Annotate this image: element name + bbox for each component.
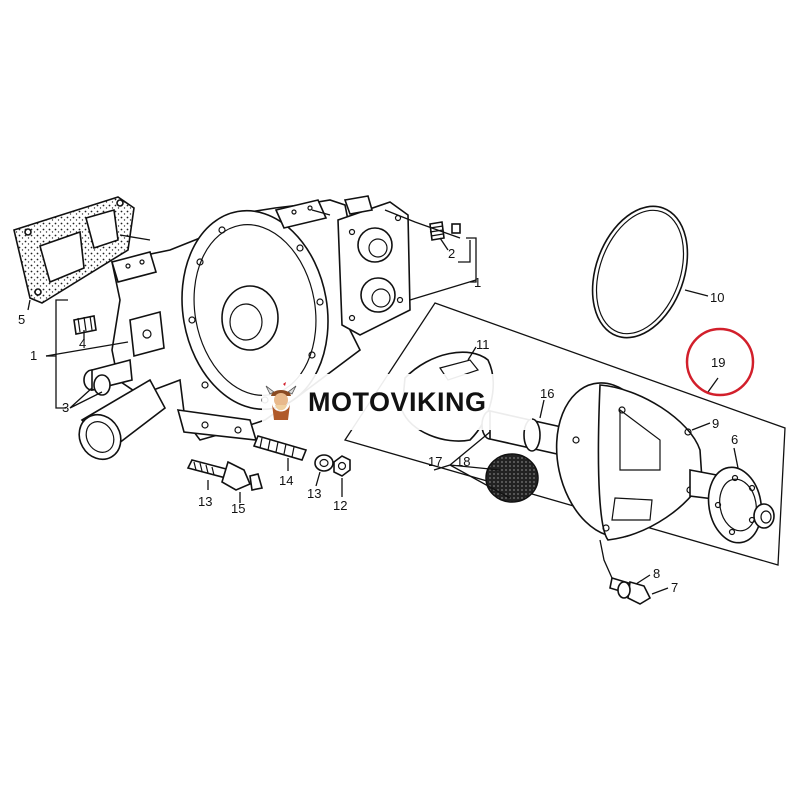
fitting-part-4 [73,315,97,335]
callout-16: 16 [540,386,554,401]
callout-10: 10 [710,290,724,305]
callout-2: 2 [448,246,455,261]
leader-lines [27,209,739,595]
gasket-part-5 [13,196,135,304]
callout-3: 3 [62,400,69,415]
highlight-ring [685,327,755,397]
callout-13-left: 13 [198,494,212,509]
callout-13-right: 13 [307,486,321,501]
plug-part-2 [429,221,461,241]
callout-11: 11 [476,337,490,352]
nut-part-12 [333,455,351,477]
callout-6: 6 [731,432,738,447]
pump-body-part-9 [555,382,723,541]
stud-part-14 [252,435,308,461]
callout-17: 17 [428,454,442,469]
callout-labels: 5 1 4 3 2 1 10 11 19 16 9 6 17 18 8 7 13… [18,246,738,595]
callout-7: 7 [671,580,678,595]
thermostat-housing [337,195,411,336]
outlet-pipe [78,378,167,461]
nipple-part-3 [83,358,133,396]
impeller-part-18 [485,453,539,503]
watermark-banner: MOTOVIKING [262,374,532,430]
watermark-text: MOTOVIKING [308,386,487,417]
viking-logo-icon [265,382,297,420]
bolt-part-15 [221,460,264,491]
o-ring-part-10 [591,205,689,339]
callout-1-right: 1 [474,275,481,290]
callout-4: 4 [79,336,86,351]
callout-14: 14 [279,473,293,488]
callout-1-left: 1 [30,348,37,363]
callout-12: 12 [333,498,347,513]
callout-8: 8 [653,566,660,581]
washer-part-13 [314,454,334,472]
callout-5: 5 [18,312,25,327]
callout-19: 19 [711,355,725,370]
callout-9: 9 [712,416,719,431]
hub-part-6 [707,466,775,544]
washer-part-8 [617,581,631,599]
callout-18: 18 [456,454,470,469]
callout-15: 15 [231,501,245,516]
